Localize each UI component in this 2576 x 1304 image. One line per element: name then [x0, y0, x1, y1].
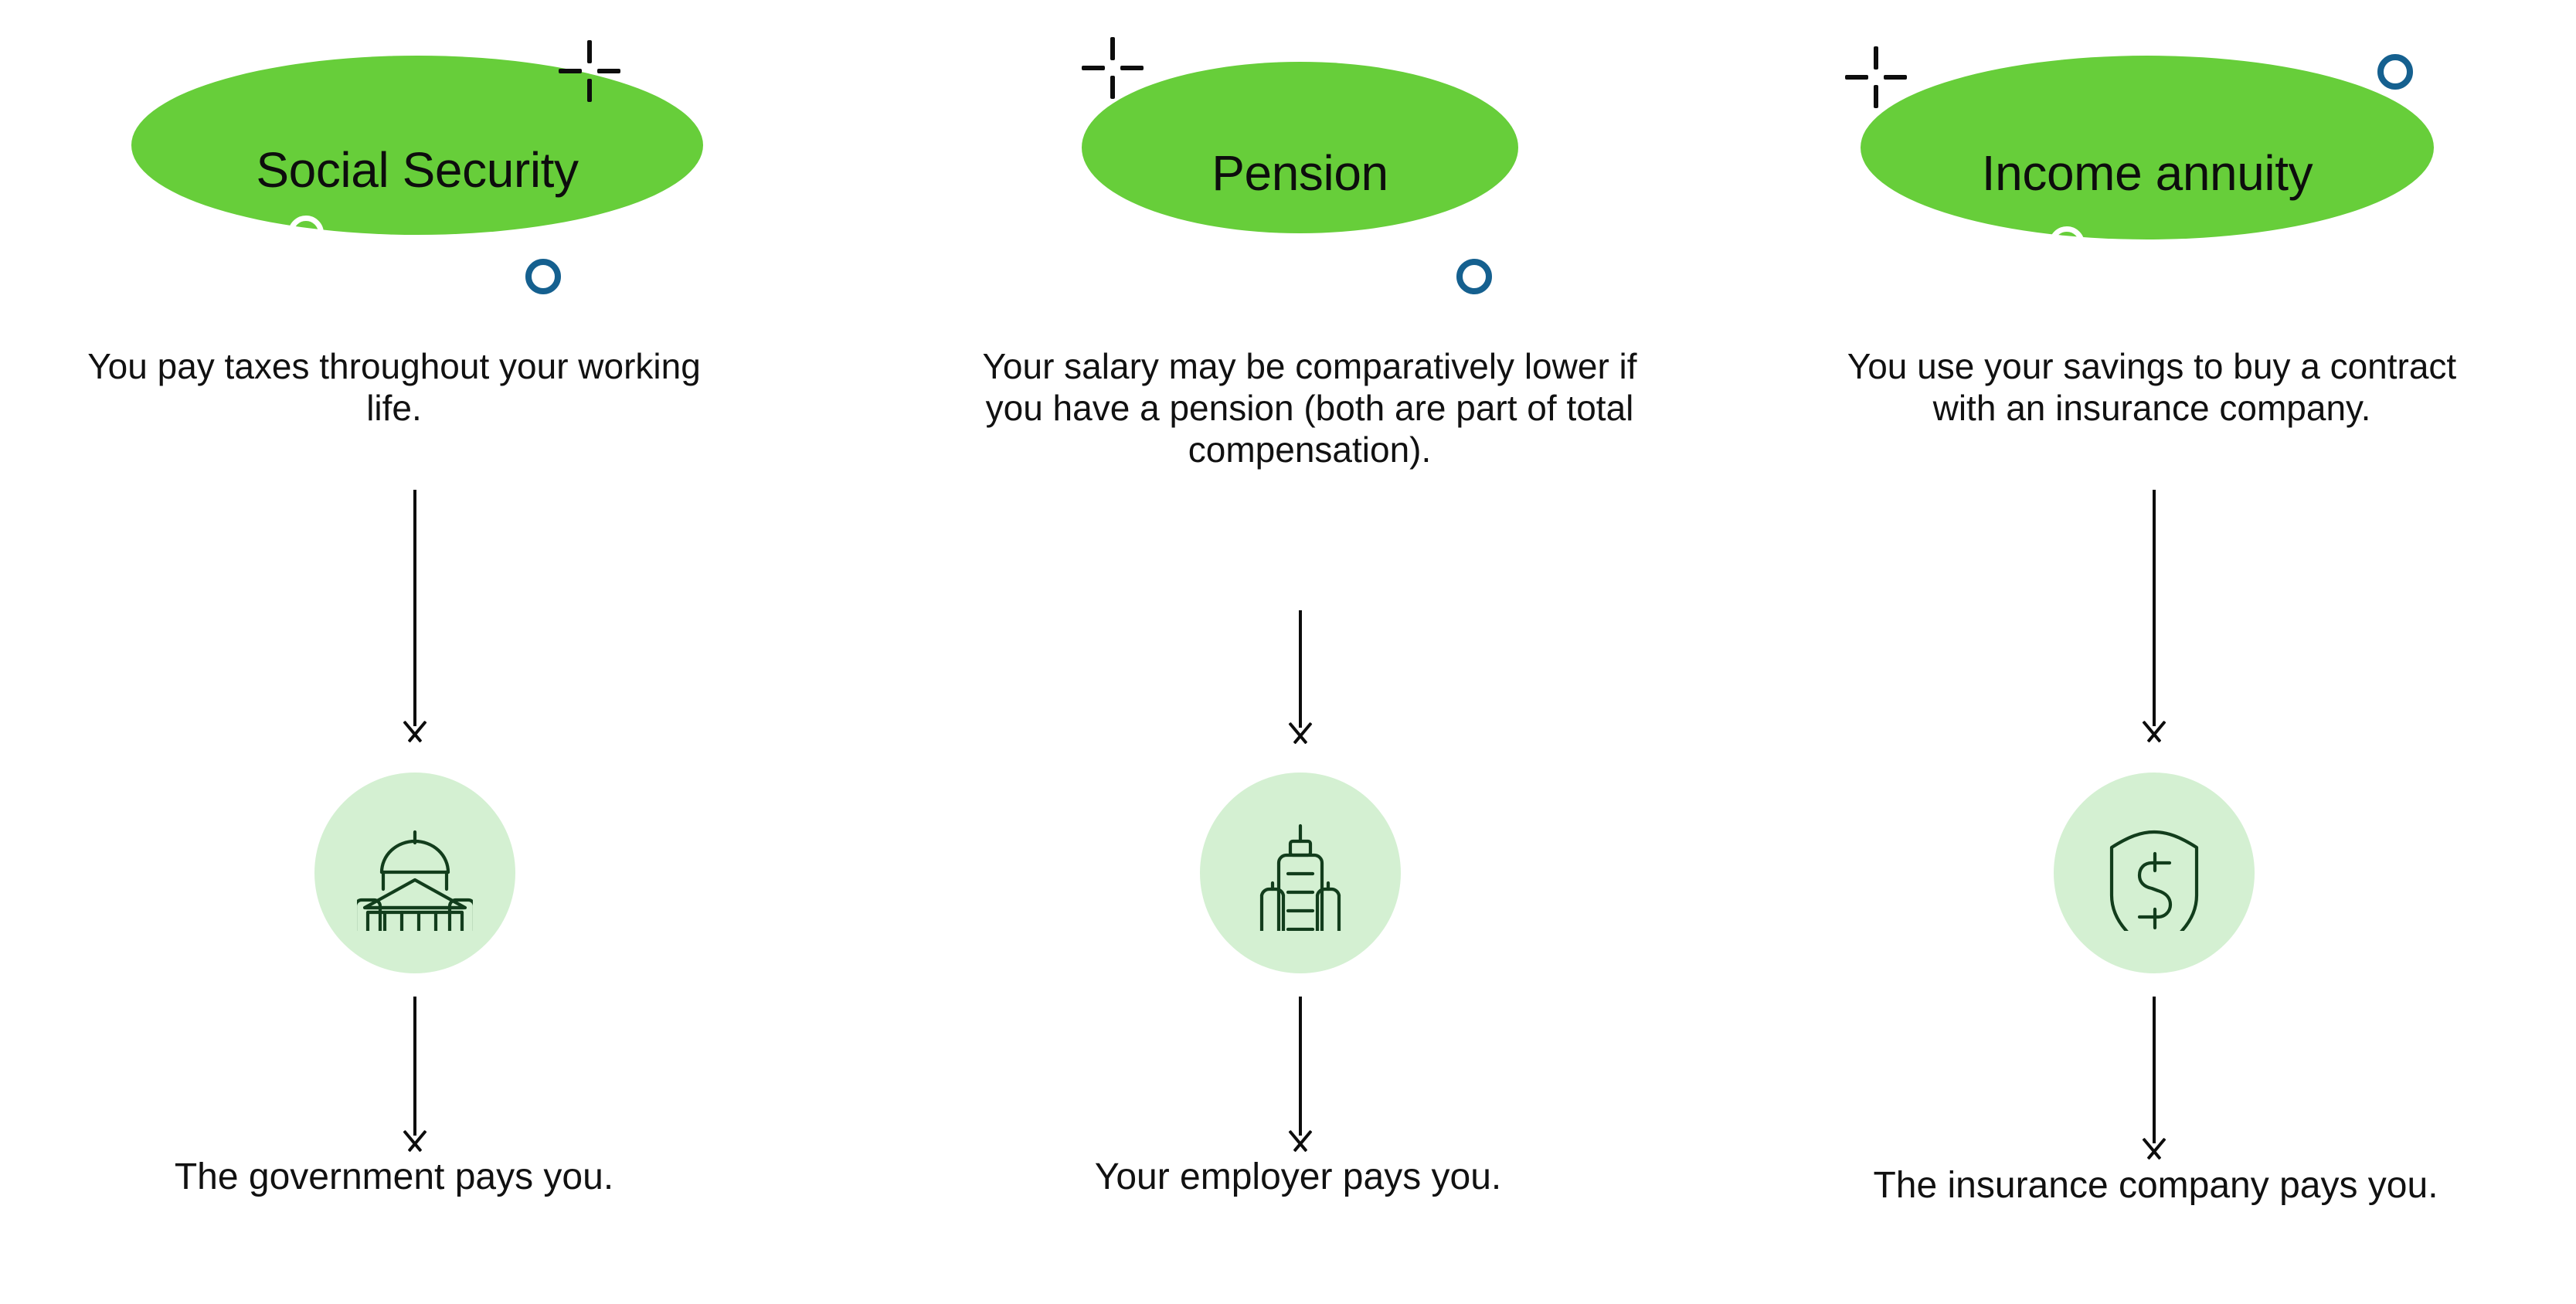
column-pension: Pension Your salary may be comparatively… [889, 0, 1754, 1304]
crosshair-mark [1082, 37, 1144, 99]
ring-white-mark [288, 216, 324, 251]
outcome-pension: Your employer pays you. [1094, 1156, 1502, 1197]
column-social-security: Social Security You pay taxes throughout… [0, 0, 819, 1304]
pill-pension [1082, 62, 1518, 233]
description-income-annuity: You use your savings to buy a contract w… [1847, 346, 2457, 428]
column-income-annuity: Income annuity You use your savings to b… [1793, 0, 2576, 1304]
pill-social-security [131, 56, 703, 235]
ring-blue-mark [1456, 259, 1492, 294]
arrow-to-outcome [1277, 997, 1324, 1159]
medallion-social-security [314, 773, 515, 973]
arrow-to-outcome [392, 997, 438, 1159]
office-buildings-icon [1242, 815, 1358, 931]
outcome-social-security: The government pays you. [174, 1156, 614, 1197]
pill-label-pension: Pension [1212, 145, 1388, 201]
pill-income-annuity [1861, 56, 2434, 239]
outcome-income-annuity: The insurance company pays you. [1873, 1165, 2438, 1206]
arrow-to-icon [2131, 490, 2177, 749]
crosshair-mark [1845, 46, 1907, 108]
crosshair-mark [559, 40, 620, 102]
ring-blue-mark [2377, 54, 2413, 90]
pill-label-social-security: Social Security [256, 142, 579, 198]
arrow-to-icon [392, 490, 438, 749]
capitol-building-icon [357, 815, 473, 931]
description-social-security: You pay taxes throughout your working li… [87, 346, 701, 428]
ring-blue-mark [525, 259, 561, 294]
medallion-pension [1200, 773, 1401, 973]
description-pension: Your salary may be comparatively lower i… [982, 346, 1637, 470]
medallion-income-annuity [2054, 773, 2255, 973]
pill-label-income-annuity: Income annuity [1981, 145, 2313, 201]
ring-white-mark [2049, 226, 2085, 262]
shield-dollar-icon [2096, 815, 2212, 931]
arrow-to-icon [1277, 610, 1324, 751]
arrow-to-outcome [2131, 997, 2177, 1166]
